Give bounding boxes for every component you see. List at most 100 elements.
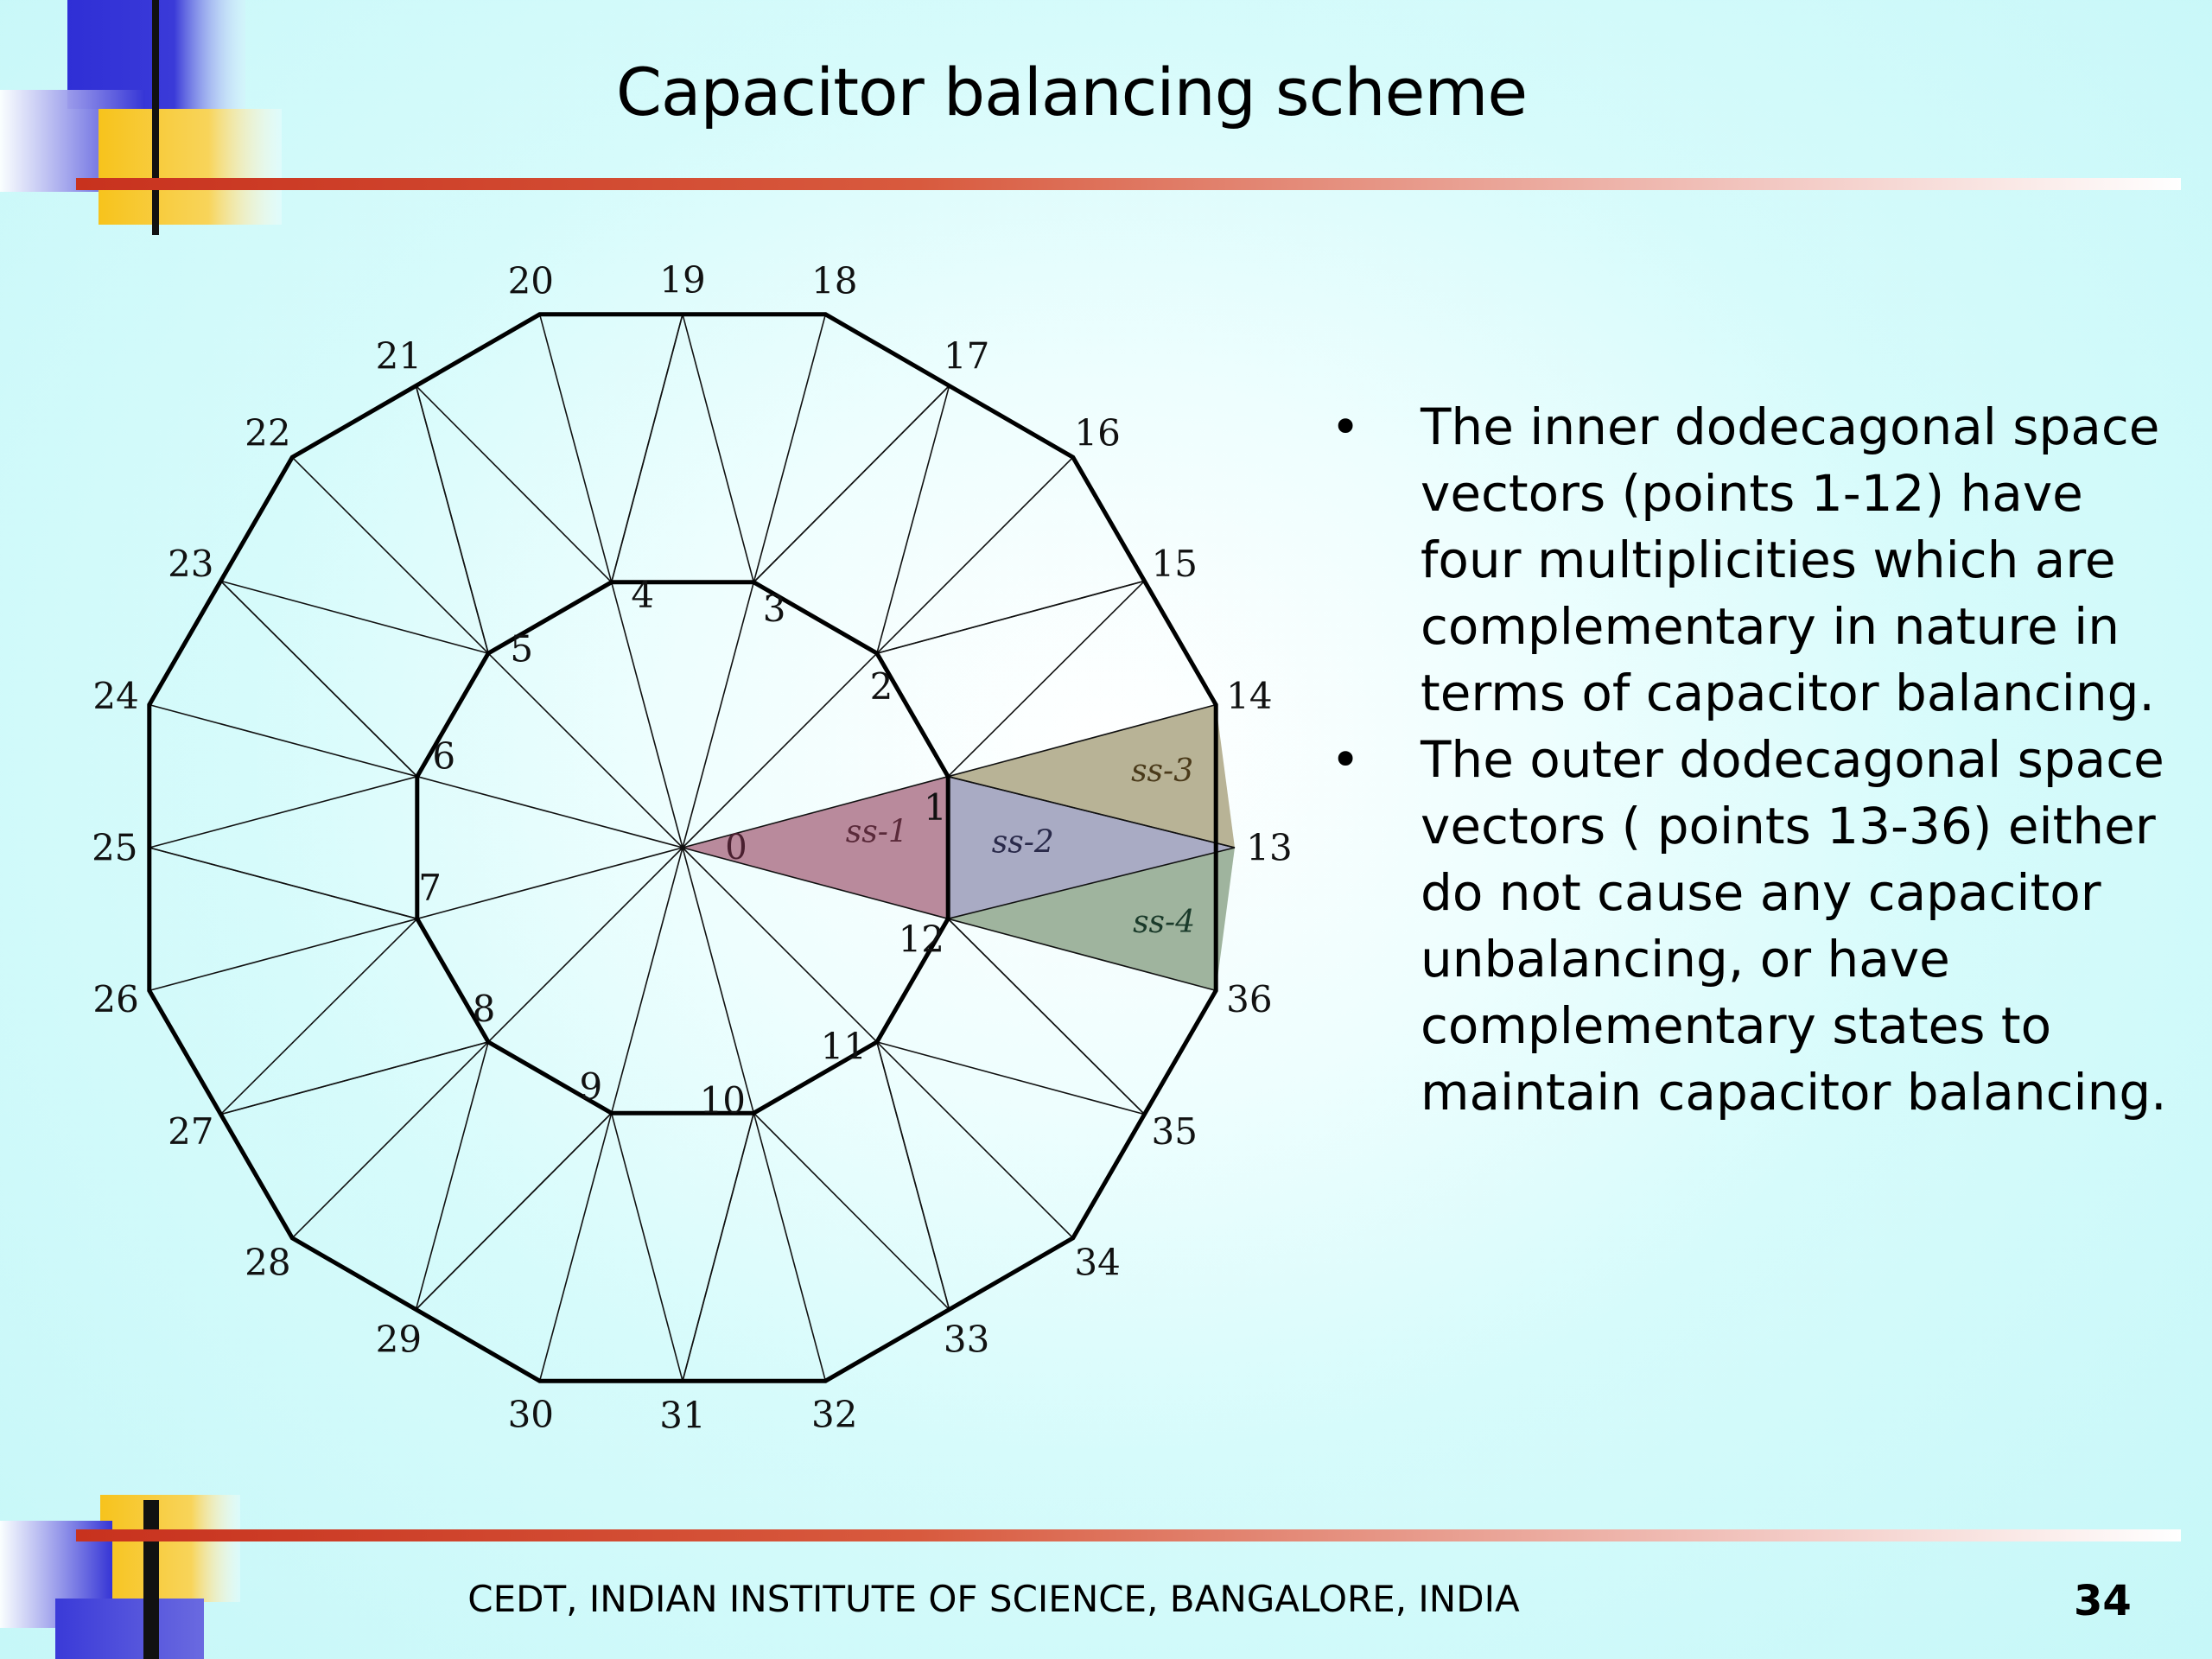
inner-vertex-label: 2 [870,665,893,708]
top-accent-line [76,178,2181,190]
sector-label: ss-3 [1131,753,1193,789]
bullet-text: The outer dodecagonal space vectors ( po… [1421,730,2167,1122]
outer-vertex-label: 33 [944,1319,989,1361]
mesh-line [291,456,489,654]
mesh-line [610,314,683,583]
outer-vertex-label: 15 [1151,543,1197,585]
outer-vertex-label: 31 [659,1395,705,1437]
mesh-line [876,385,950,654]
decoration-blocks [0,1495,240,1659]
sector-label: ss-1 [846,815,908,850]
inner-vertex-label: 11 [821,1026,867,1068]
outer-dodecagon [147,312,1218,1383]
mesh-line [947,580,1146,778]
spoke-line [487,847,683,1043]
mesh-line [415,385,489,654]
mesh-line [947,918,1146,1116]
inner-vertex-label: 6 [432,734,455,777]
outer-vertex-label: 23 [168,543,213,585]
mesh-line [876,456,1074,654]
outer-vertex-label: 24 [92,675,138,717]
bullet-item: • The inner dodecagonal space vectors (p… [1331,394,2195,727]
bottom-accent-line [76,1529,2181,1541]
mesh-line [947,703,1217,778]
outer-vertex-label: 28 [245,1242,290,1284]
mesh-line [610,1112,683,1382]
outer-vertex-label: 19 [659,258,705,301]
mesh-line [876,1041,1145,1116]
inner-vertex-label: 1 [924,786,947,829]
inner-vertex-label: 7 [418,867,442,909]
outer-vertex-label: 36 [1226,978,1272,1020]
mesh-line [538,1112,613,1382]
spoke-line [610,582,683,849]
bullet-text: The inner dodecagonal space vectors (poi… [1421,397,2160,722]
outer-vertex-label: 22 [245,411,290,454]
sector-ss-1 [683,776,949,919]
sector-label: ss-4 [1133,905,1195,940]
inner-vertex-label: 8 [473,988,496,1030]
bullet-item: • The outer dodecagonal space vectors ( … [1331,727,2195,1126]
mesh-line [876,1041,950,1310]
outer-vertex-label: 27 [168,1110,213,1153]
mesh-line [876,1041,1074,1239]
mesh-line [149,703,418,778]
outer-vertex-label: 29 [376,1319,422,1361]
mesh-line [947,847,1236,920]
outer-vertex-label: 34 [1074,1242,1120,1284]
outer-vertex-label: 18 [811,260,857,302]
outer-vertex-label: 30 [508,1393,554,1435]
spoke-line [682,847,878,1043]
mesh-line [149,918,418,992]
slide-title: Capacitor balancing scheme [615,54,1528,130]
outer-vertex-label: 21 [376,334,422,377]
mesh-line [219,580,418,778]
outer-vertex-label: 25 [92,827,137,869]
inner-vertex-label: 12 [899,918,944,961]
spoke-line [682,652,878,849]
inner-vertex-label: 10 [700,1079,746,1122]
top-left-decoration [0,0,285,242]
inner-vertex-label: 4 [631,574,654,616]
page-number: 34 [2074,1577,2132,1625]
spoke-line [682,847,949,920]
mesh-line [682,314,755,583]
inner-vertex-label: 3 [763,588,786,630]
outer-vertex-label: 20 [508,260,554,302]
mesh-line [415,1112,613,1311]
bottom-left-decoration [0,1495,259,1659]
footer-text: CEDT, INDIAN INSTITUTE OF SCIENCE, BANGA… [467,1578,1520,1620]
sector-ss-4 [948,848,1235,991]
outer-vertex-label: 32 [811,1393,857,1435]
mesh-line [415,1041,489,1310]
outer-vertex-label: 14 [1226,675,1272,717]
outer-vertex-label: 17 [944,334,989,377]
bullet-marker: • [1331,730,1361,789]
spoke-line [416,847,683,920]
bullet-list: • The inner dodecagonal space vectors (p… [1331,394,2195,1126]
mesh-line [291,1041,489,1239]
spoke-line [682,847,755,1114]
spoke-line [682,775,949,849]
outer-vertex-label: 35 [1151,1110,1197,1153]
outer-vertex-label: 13 [1246,827,1292,869]
inner-vertex-label: 5 [510,628,533,671]
mesh-line [538,314,613,583]
center-label: 0 [725,828,747,868]
mesh-line [149,847,418,920]
spoke-line [487,652,683,849]
inner-dodecagon [415,580,950,1116]
mesh-line [753,385,950,583]
outer-vertex-label: 16 [1074,411,1120,454]
mesh-line [753,1112,950,1311]
mesh-line [753,1112,827,1382]
sector-ss-2 [948,776,1235,919]
mesh-line [219,918,418,1116]
inner-vertex-label: 9 [580,1065,603,1108]
spoke-line [416,775,683,849]
mesh-line [220,1041,489,1116]
bullet-marker: • [1331,397,1361,456]
mesh-line [682,1112,755,1382]
mesh-line [753,314,827,583]
